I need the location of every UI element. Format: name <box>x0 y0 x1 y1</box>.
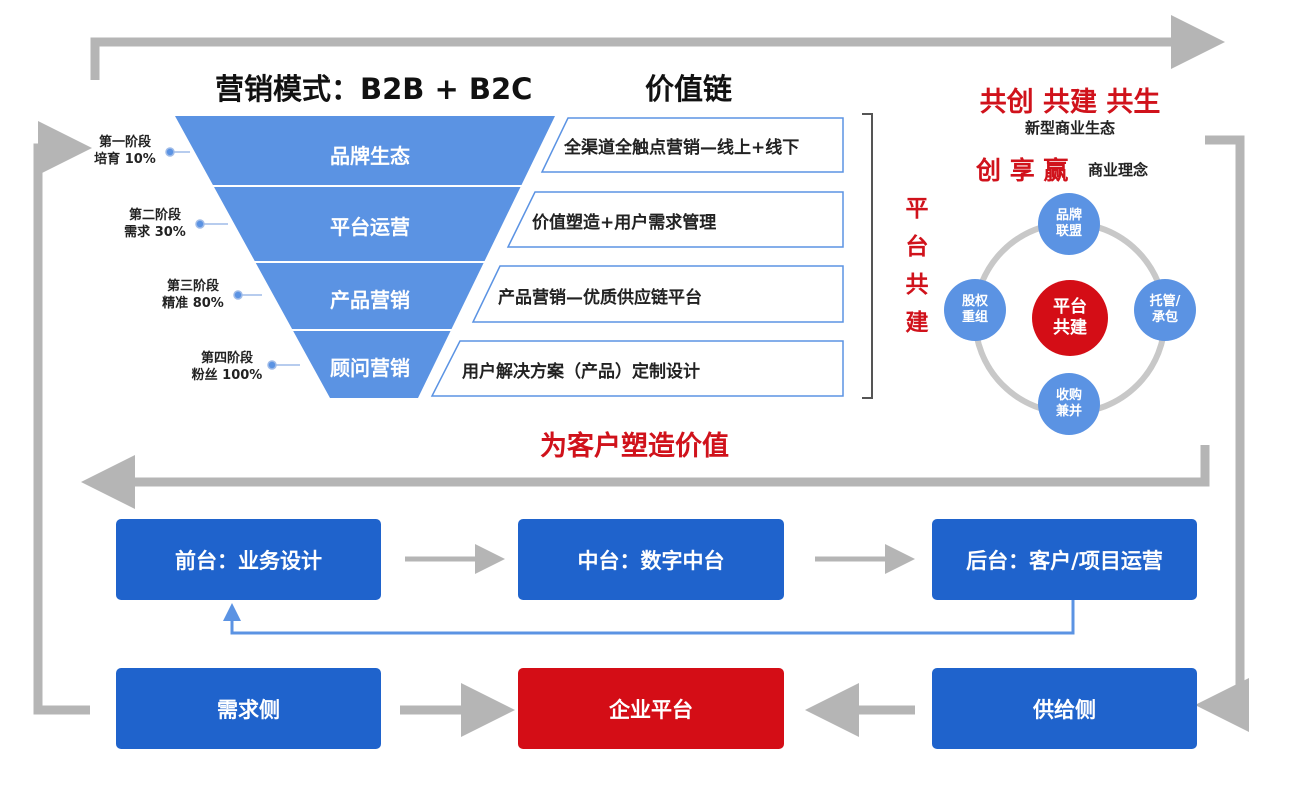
concept-title: 创 享 赢 <box>976 156 1069 185</box>
funnel-level-1: 品牌生态 <box>330 144 410 168</box>
ecosystem-headline: 共创 共建 共生 <box>979 87 1161 118</box>
enterprise-platform-box: 企业平台 <box>518 668 784 749</box>
node-bottom: 收购兼并 <box>1038 373 1100 435</box>
top-loop-arrow <box>90 15 1225 80</box>
node-top: 品牌联盟 <box>1038 193 1100 255</box>
value-item-4: 用户解决方案（产品）定制设计 <box>462 362 700 382</box>
value-item-2: 价值塑造+用户需求管理 <box>532 213 717 233</box>
platform-bracket <box>862 113 873 399</box>
stage-label-2: 第二阶段需求 30% <box>124 208 186 240</box>
funnel-level-4: 顾问营销 <box>330 356 410 380</box>
supply-side-box: 供给侧 <box>932 668 1197 749</box>
value-box-4 <box>430 340 844 397</box>
front-office-box: 前台：业务设计 <box>116 519 381 600</box>
demand-side-box: 需求侧 <box>116 668 381 749</box>
middle-return-arrow <box>81 445 1210 509</box>
feedback-arrow <box>223 600 1075 635</box>
value-box-3 <box>471 265 844 323</box>
left-loop-arrow <box>33 121 92 715</box>
value-item-3: 产品营销—优质供应链平台 <box>498 288 702 308</box>
value-chain-title: 价值链 <box>645 72 733 106</box>
node-left: 股权重组 <box>944 279 1006 341</box>
marketing-model-title: 营销模式：B2B + B2C <box>215 72 533 106</box>
value-slogan: 为客户塑造价值 <box>540 431 729 462</box>
right-loop-arrow <box>1195 135 1249 732</box>
back-office-box: 后台：客户/项目运营 <box>932 519 1197 600</box>
center-node: 平台共建 <box>1032 280 1108 356</box>
stage-connectors <box>165 147 300 370</box>
value-box-1 <box>540 117 844 173</box>
node-right: 托管/承包 <box>1134 279 1196 341</box>
funnel-level-2: 平台运营 <box>330 215 410 239</box>
value-item-1: 全渠道全触点营销—线上+线下 <box>564 138 800 158</box>
middle-office-box: 中台：数字中台 <box>518 519 784 600</box>
stage-label-1: 第一阶段培育 10% <box>94 135 156 167</box>
ecosystem-headline-sub: 新型商业生态 <box>1024 119 1115 137</box>
concept-sub: 商业理念 <box>1088 161 1149 179</box>
stage-label-3: 第三阶段精准 80% <box>162 279 224 311</box>
value-box-2 <box>506 191 844 248</box>
stage-label-4: 第四阶段粉丝 100% <box>191 351 263 383</box>
platform-vertical-label: 平 台 共 建 <box>905 196 929 336</box>
funnel-level-3: 产品营销 <box>330 288 410 312</box>
